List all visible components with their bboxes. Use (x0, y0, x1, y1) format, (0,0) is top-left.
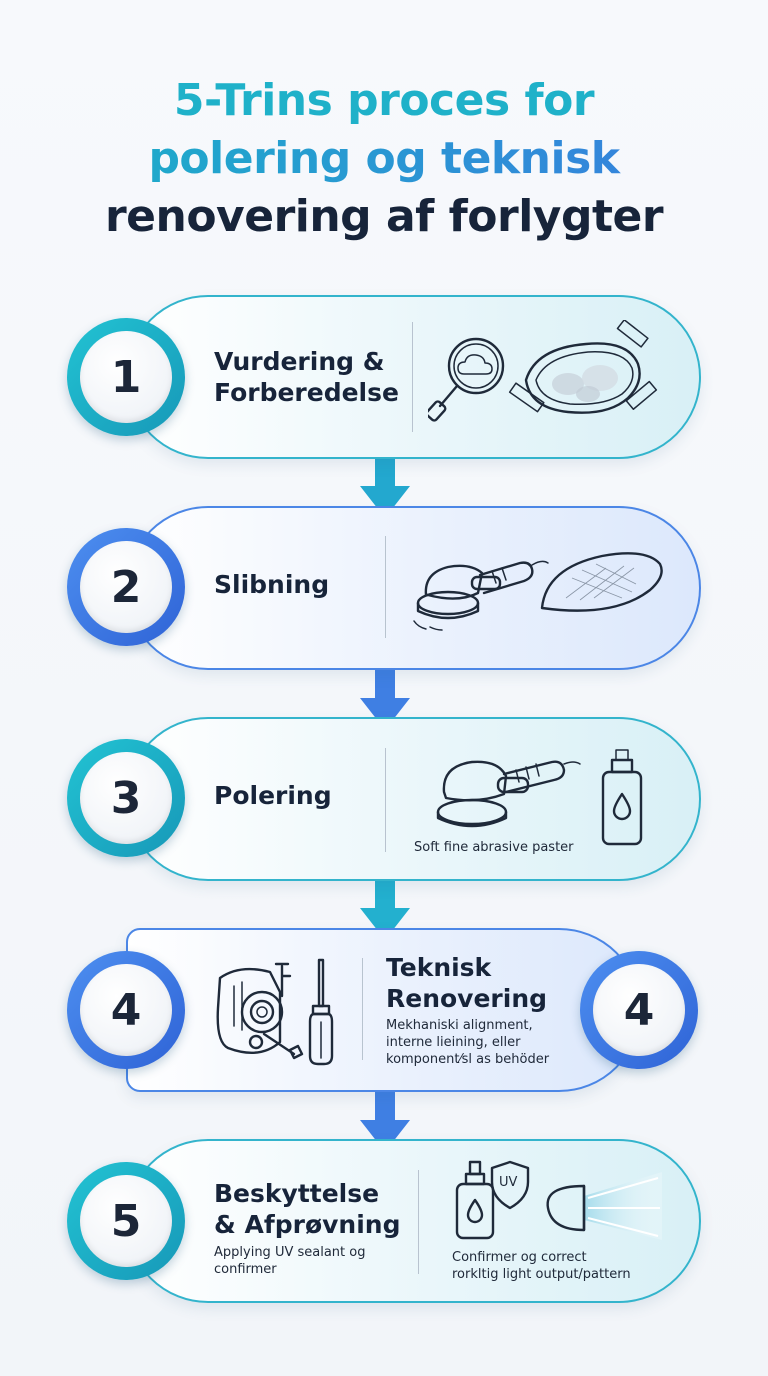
uv-badge-text: UV (499, 1175, 518, 1190)
step-2-badge: 2 (67, 528, 185, 646)
step-4-desc-line-1: Mekhaniski alignment, (386, 1018, 533, 1033)
step-4-label: Teknisk Renovering (386, 952, 547, 1014)
step-4-description: Mekhaniski alignment, interne lieining, … (386, 1017, 549, 1068)
screwdriver-icon (308, 958, 334, 1066)
polisher-icon (436, 760, 581, 828)
arrow-down-icon (360, 458, 410, 518)
step-1-label-line-1: Vurdering & (214, 347, 385, 376)
arrow-down-icon (360, 1092, 410, 1152)
headlight-assembly-icon (216, 962, 304, 1060)
sander-icon (413, 560, 549, 631)
step-1-number: 1 (80, 331, 172, 423)
step-3-divider (385, 748, 386, 852)
step-5-badge: 5 (67, 1162, 185, 1280)
step-2-label: Slibning (214, 570, 330, 599)
title-line-2: polering og teknisk (0, 130, 768, 188)
arrow-down-icon (360, 880, 410, 940)
step-1-badge: 1 (67, 318, 185, 436)
step-5-caption-line-2: rorkltig light output/pattern (452, 1267, 631, 1282)
page-title: 5-Trins proces for polering og teknisk r… (0, 72, 768, 246)
step-4-label-line-1: Teknisk (386, 953, 492, 982)
polish-bottle-icon (601, 749, 643, 846)
step-5-label: Beskyttelse & Afprøvning (214, 1178, 401, 1240)
title-line-3: renovering af forlygter (104, 191, 664, 242)
step-4-label-line-2: Renovering (386, 984, 548, 1013)
step-3-card (126, 717, 701, 881)
step-3-label: Polering (214, 781, 332, 810)
step-5-desc-line-1: Applying UV sealant og (214, 1245, 366, 1260)
step-4-divider (362, 958, 363, 1060)
step-4-desc-line-3: komponent⁄sl as behöder (386, 1052, 550, 1067)
taped-headlight-icon (508, 320, 658, 414)
dropper-bottle-icon (455, 1160, 495, 1240)
step-5-label-line-1: Beskyttelse (214, 1179, 380, 1208)
step-1-label-line-2: Forberedelse (214, 378, 399, 407)
step-3-badge: 3 (67, 739, 185, 857)
step-4-desc-line-2: interne lieining, eller (386, 1035, 521, 1050)
step-5-divider (418, 1170, 419, 1274)
title-line-1: 5-Trins proces for (173, 75, 595, 126)
step-4-number-left: 4 (80, 964, 172, 1056)
headlight-beam-icon (546, 1172, 662, 1240)
step-5-caption-line-1: Confirmer og correct (452, 1250, 587, 1265)
step-4-card (126, 928, 641, 1092)
magnifier-icon (428, 337, 505, 422)
step-4-badge-right: 4 (580, 951, 698, 1069)
step-1-label: Vurdering & Forberedelse (214, 346, 399, 408)
sanded-headlight-icon (540, 552, 663, 612)
step-2-card (126, 506, 701, 670)
arrow-down-icon (360, 670, 410, 730)
step-5-caption: Confirmer og correct rorkltig light outp… (452, 1249, 631, 1283)
step-4-number-right: 4 (593, 964, 685, 1056)
step-5-desc-line-2: confirmer (214, 1262, 277, 1277)
step-2-number: 2 (80, 541, 172, 633)
step-3-number: 3 (80, 752, 172, 844)
step-3-caption: Soft fine abrasive paster (414, 840, 574, 855)
step-2-divider (385, 536, 386, 638)
step-5-description: Applying UV sealant og confirmer (214, 1244, 365, 1278)
step-4-badge-left: 4 (67, 951, 185, 1069)
step-1-divider (412, 322, 413, 432)
step-5-number: 5 (80, 1175, 172, 1267)
uv-shield-icon (490, 1160, 530, 1210)
step-5-label-line-2: & Afprøvning (214, 1210, 401, 1239)
